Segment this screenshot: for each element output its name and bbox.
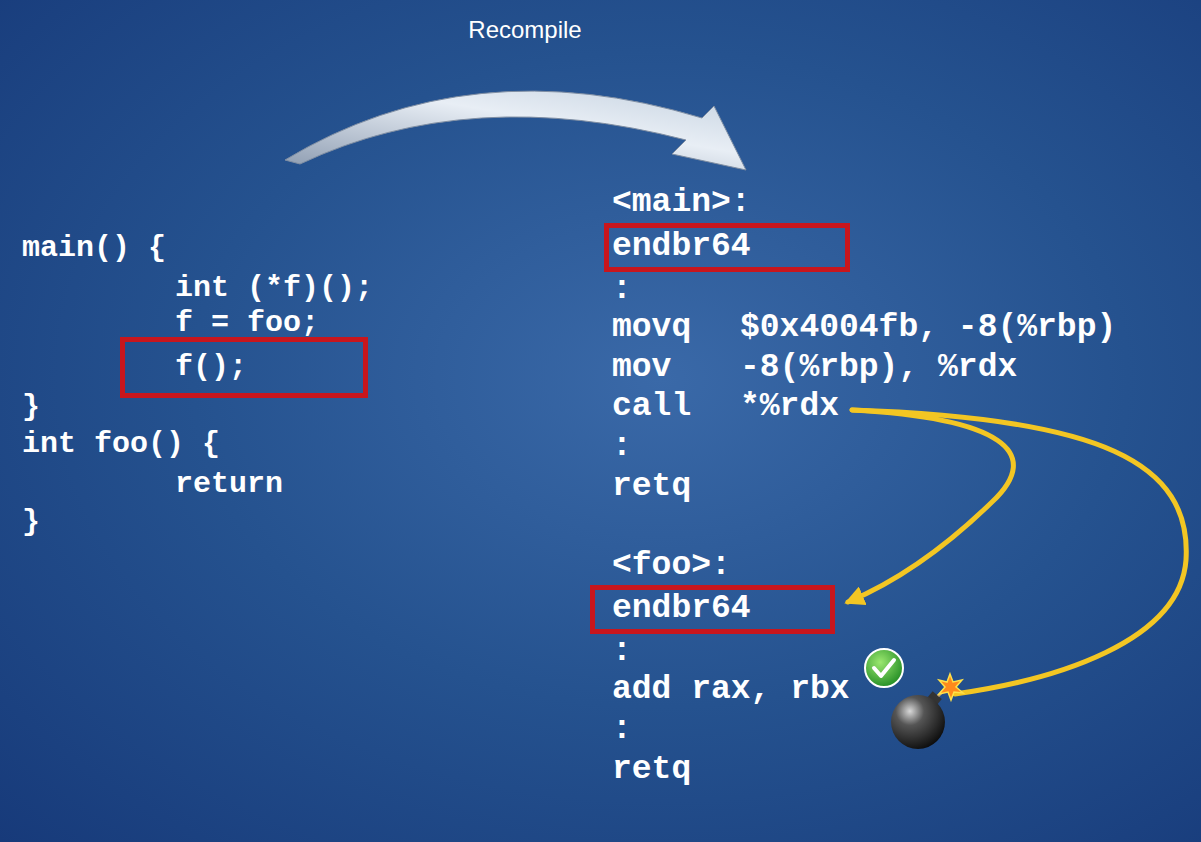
source-line: f = foo;: [175, 307, 319, 340]
source-line: main() {: [22, 232, 166, 265]
highlight-box: endbr64: [590, 585, 835, 634]
asm-opcode: call: [612, 389, 691, 425]
asm-symbol: <foo>:: [612, 548, 731, 584]
asm-ellipsis: :: [612, 272, 632, 308]
asm-ellipsis: :: [612, 634, 632, 670]
code-text: endbr64: [612, 592, 751, 627]
source-line: return: [175, 468, 283, 501]
source-line: }: [22, 391, 40, 424]
asm-symbol: <main>:: [612, 185, 751, 221]
call-target-arrow: [848, 410, 1013, 602]
source-line: }: [22, 506, 40, 539]
highlight-box: endbr64: [604, 223, 850, 272]
call-attack-arrow: [852, 410, 1186, 694]
source-line: int foo() {: [22, 428, 220, 461]
source-line: int (*f)();: [175, 272, 373, 305]
bomb-icon: [891, 674, 963, 749]
arrow-caption: Recompile: [468, 17, 581, 43]
asm-instruction: add rax, rbx: [612, 672, 850, 708]
asm-ellipsis: :: [612, 429, 632, 465]
asm-opcode: retq: [612, 469, 691, 505]
asm-ellipsis: :: [612, 712, 632, 748]
asm-operand: -8(%rbp), %rdx: [740, 350, 1017, 386]
code-text: f();: [175, 352, 247, 384]
asm-opcode: retq: [612, 752, 691, 788]
asm-operand: *%rdx: [740, 389, 839, 425]
code-text: endbr64: [612, 230, 751, 265]
asm-operand: $0x4004fb, -8(%rbp): [740, 310, 1116, 346]
recompile-arrow: [285, 91, 746, 170]
asm-opcode: mov: [612, 350, 671, 386]
asm-opcode: movq: [612, 310, 691, 346]
check-icon: [865, 649, 903, 687]
highlight-box: f();: [120, 337, 368, 398]
